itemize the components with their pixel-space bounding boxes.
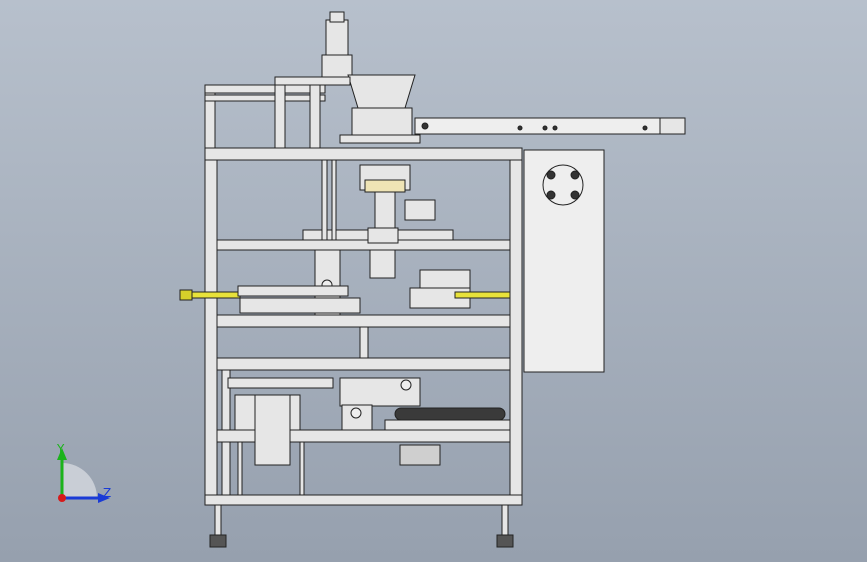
upper-frame-top-beam: [204, 84, 326, 94]
foot-right-stem: [501, 504, 509, 536]
origin-dot: [58, 494, 66, 502]
upper-frame-mid-post: [274, 84, 286, 151]
connector-pin-4: [570, 190, 580, 200]
rod-left-1: [321, 159, 328, 241]
z-axis-arrow: [98, 493, 110, 503]
y-axis-label: Y: [57, 442, 65, 456]
beam-level-4: [216, 357, 511, 371]
top-motor-cap: [329, 11, 345, 23]
yellow-rail-right: [454, 291, 511, 299]
hopper: [347, 74, 416, 109]
cantilever-end-block: [659, 117, 686, 135]
top-motor-mount: [321, 54, 353, 78]
arm-hole-4: [552, 125, 558, 131]
beam-top: [204, 147, 523, 161]
frame-right-post: [509, 149, 523, 501]
beam-level-2: [216, 239, 511, 251]
top-bracket-beam: [274, 76, 351, 86]
arm-hole-1: [421, 122, 429, 130]
hopper-base: [351, 107, 413, 139]
arm-hole-5: [642, 125, 648, 131]
connector-pin-2: [570, 170, 580, 180]
hopper-mount-plate: [339, 134, 421, 144]
center-block: [367, 227, 399, 244]
gear-wheel: [400, 379, 412, 391]
center-ring: [364, 179, 406, 193]
upper-frame-second-beam: [204, 94, 326, 102]
side-motor: [404, 199, 436, 221]
lower-rod-2: [299, 441, 305, 496]
linear-slide-base: [239, 297, 361, 314]
connector-pin-3: [546, 190, 556, 200]
arm-hole-3: [542, 125, 548, 131]
lower-rod-1: [237, 441, 243, 496]
connector-pin-1: [546, 170, 556, 180]
center-actuator: [369, 249, 396, 279]
lower-left-cylinder: [254, 394, 291, 466]
rod-left-2: [331, 159, 337, 241]
beam-level-3: [216, 314, 511, 328]
yellow-rail-left-end: [179, 289, 193, 301]
triad-quadrant-shading: [62, 463, 97, 498]
coordinate-triad: [57, 448, 110, 503]
foot-left-pad: [209, 534, 227, 548]
z-axis-label: Z: [103, 486, 112, 500]
roller-bracket: [384, 419, 511, 431]
arm-hole-2: [517, 125, 523, 131]
conveyor-roller: [394, 407, 506, 421]
foot-left-stem: [214, 504, 222, 536]
lower-left-carriage: [227, 377, 334, 389]
linear-slide-left: [237, 285, 349, 297]
beam-bottom: [204, 494, 523, 506]
y-axis-arrow: [57, 448, 67, 460]
center-vertical-link: [359, 326, 369, 359]
frame-left-post: [204, 149, 218, 501]
right-gripper-plate: [419, 269, 471, 289]
bottom-motor: [399, 444, 441, 466]
upper-frame-right-post: [309, 84, 321, 151]
lower-motor-shaft: [350, 407, 362, 419]
foot-right-pad: [496, 534, 514, 548]
